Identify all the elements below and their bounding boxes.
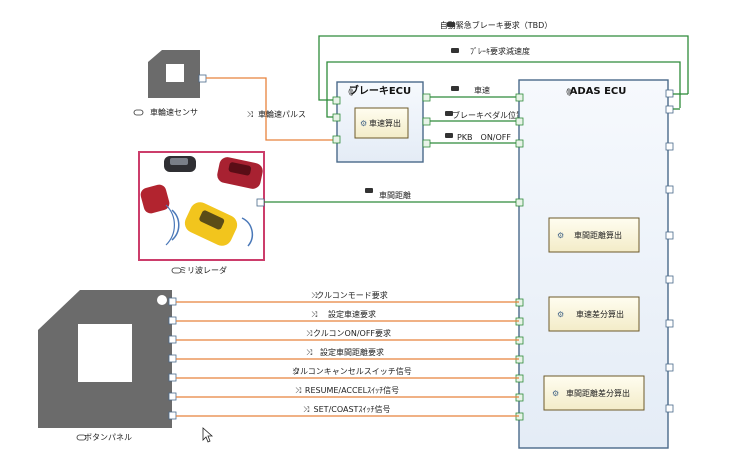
label-cruise-onoff: クルコンON/OFF要求 <box>313 328 391 338</box>
adas-ecu-title: ADAS ECU <box>570 86 627 97</box>
component-icon <box>171 267 182 274</box>
gear-icon: ⚙ <box>552 389 559 398</box>
radar-label: ミリ波レーダ <box>179 265 227 275</box>
gear-icon: ⚙ <box>557 310 564 319</box>
label-cancel-switch: クルコンキャンセルスイッチ信号 <box>292 366 412 376</box>
adas-ports-out <box>665 89 674 413</box>
gear-icon: ⚙ <box>360 119 367 128</box>
ecu-icon: ⟬⟭ <box>348 87 354 96</box>
label-vehicle-speed: 車速 <box>474 85 490 95</box>
svg-text:⤨: ⤨ <box>311 291 318 300</box>
wheel-sensor-label: 車輪速センサ <box>150 107 198 117</box>
distance-diff-calc-label: 車間距離差分算出 <box>566 388 630 398</box>
wheel-speed-sensor[interactable] <box>148 50 207 98</box>
brake-ecu-ports-in <box>332 96 341 144</box>
label-pkb: PKB ON/OFF <box>457 133 511 142</box>
gear-icon: ⚙ <box>557 231 564 240</box>
brake-ecu-title: ブレーキECU <box>349 84 411 97</box>
component-icon <box>133 109 144 116</box>
line-auto-brake-request <box>318 35 689 101</box>
label-set-speed: 設定車速要求 <box>328 309 376 319</box>
svg-text:⤨: ⤨ <box>292 367 299 376</box>
line-brake-decel-request <box>326 61 681 118</box>
speed-diff-calc-label: 車速差分算出 <box>576 309 624 319</box>
distance-calc-function[interactable] <box>548 217 640 253</box>
label-cruise-mode: クルコンモード要求 <box>316 290 388 300</box>
button-panel[interactable] <box>38 290 177 428</box>
label-resume-accel: RESUME/ACCELｽｲｯﾁ信号 <box>305 385 399 395</box>
label-set-coast: SET/COASTｽｲｯﾁ信号 <box>314 404 391 414</box>
label-brake-decel-request: ﾌﾞﾚｰｷ要求減速度 <box>470 46 530 56</box>
svg-text:⤨: ⤨ <box>311 310 318 319</box>
button-panel-label: ボタンパネル <box>84 433 132 442</box>
brake-ecu-ports-out <box>422 93 431 148</box>
shuffle-icon: ⤨ ⤨ ⤨ ⤨ ⤨ ⤨ ⤨ <box>292 291 318 414</box>
ecu-icon: ⟬⟭ <box>566 87 572 96</box>
label-distance: 車間距離 <box>379 190 411 200</box>
panel-signal-lines <box>176 301 519 417</box>
label-wheel-pulse: 車輪速パルス <box>258 109 306 119</box>
label-auto-brake-request: 自動緊急ブレーキ要求（TBD） <box>440 20 553 30</box>
svg-text:⤨: ⤨ <box>303 405 310 414</box>
distance-diff-calc-function[interactable] <box>543 375 645 411</box>
speed-calc-label: 車速算出 <box>369 118 401 128</box>
car-image <box>140 156 263 247</box>
line-wheel-pulse <box>206 77 337 141</box>
millimeter-wave-radar[interactable] <box>138 151 265 261</box>
svg-text:⤨: ⤨ <box>306 329 313 338</box>
label-brake-pedal: ブレーキペダル位置 <box>452 110 524 120</box>
adas-ports-in <box>515 93 524 421</box>
speed-calc-function[interactable] <box>354 107 409 139</box>
shuffle-icon: ⤨ <box>247 110 254 119</box>
svg-text:⤨: ⤨ <box>306 348 313 357</box>
speed-diff-calc-function[interactable] <box>548 296 640 332</box>
label-set-distance: 設定車間距離要求 <box>320 347 384 357</box>
mouse-cursor-icon <box>202 427 214 443</box>
svg-text:⤨: ⤨ <box>295 386 302 395</box>
signal-icon <box>365 22 459 193</box>
component-icon <box>76 434 87 441</box>
distance-calc-label: 車間距離算出 <box>574 230 622 240</box>
